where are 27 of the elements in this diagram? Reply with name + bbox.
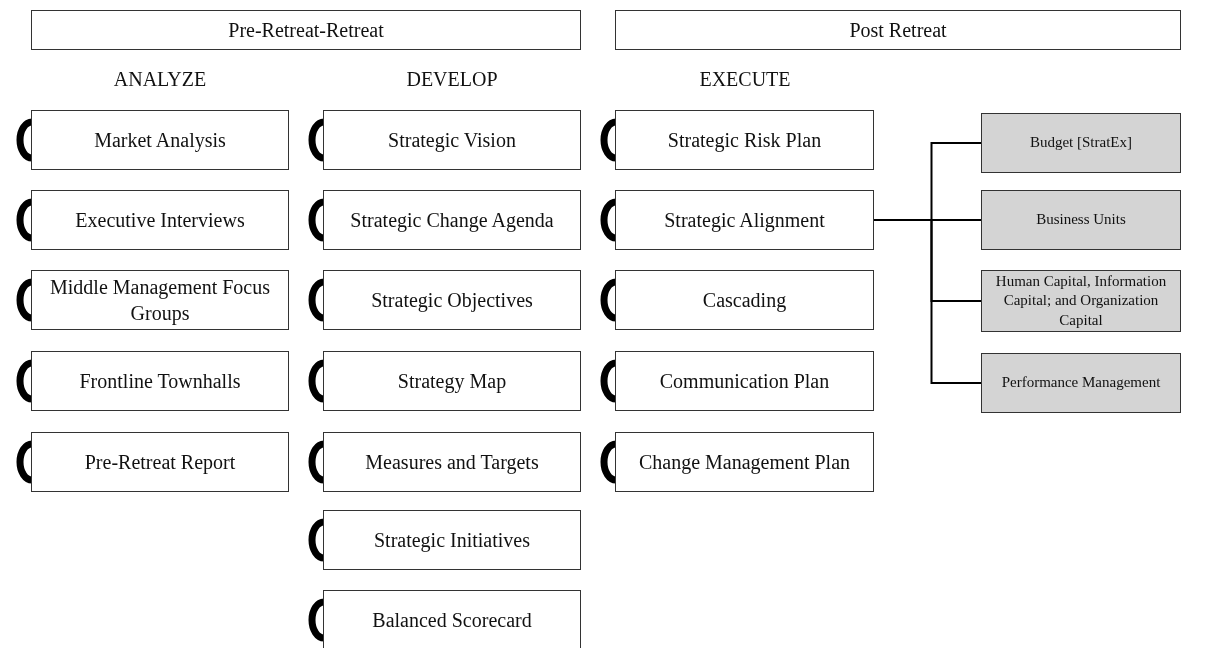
step-box: Change Management Plan [615, 432, 874, 492]
step-box: Frontline Townhalls [31, 351, 289, 411]
alignment-box: Business Units [981, 190, 1181, 250]
column-heading: DEVELOP [406, 68, 498, 91]
step-box: Strategic Vision [323, 110, 581, 170]
step-box: Strategic Initiatives [323, 510, 581, 570]
step-box: Middle Management Focus Groups [31, 270, 289, 330]
step-box: Strategic Alignment [615, 190, 874, 250]
step-box: Market Analysis [31, 110, 289, 170]
step-box: Communication Plan [615, 351, 874, 411]
alignment-box: Performance Management [981, 353, 1181, 413]
step-box: Strategic Change Agenda [323, 190, 581, 250]
alignment-box: Human Capital, Information Capital; and Organization Capital [981, 270, 1181, 332]
connector-line [873, 219, 982, 384]
column-heading: ANALYZE [113, 68, 207, 91]
column-heading: EXECUTE [699, 68, 791, 91]
step-box: Balanced Scorecard [323, 590, 581, 648]
alignment-box: Budget [StratEx] [981, 113, 1181, 173]
step-box: Executive Interviews [31, 190, 289, 250]
step-box: Strategy Map [323, 351, 581, 411]
step-box: Strategic Risk Plan [615, 110, 874, 170]
step-box: Strategic Objectives [323, 270, 581, 330]
step-box: Measures and Targets [323, 432, 581, 492]
phase-band: Post Retreat [615, 10, 1181, 50]
step-box: Cascading [615, 270, 874, 330]
phase-band: Pre-Retreat-Retreat [31, 10, 581, 50]
step-box: Pre-Retreat Report [31, 432, 289, 492]
